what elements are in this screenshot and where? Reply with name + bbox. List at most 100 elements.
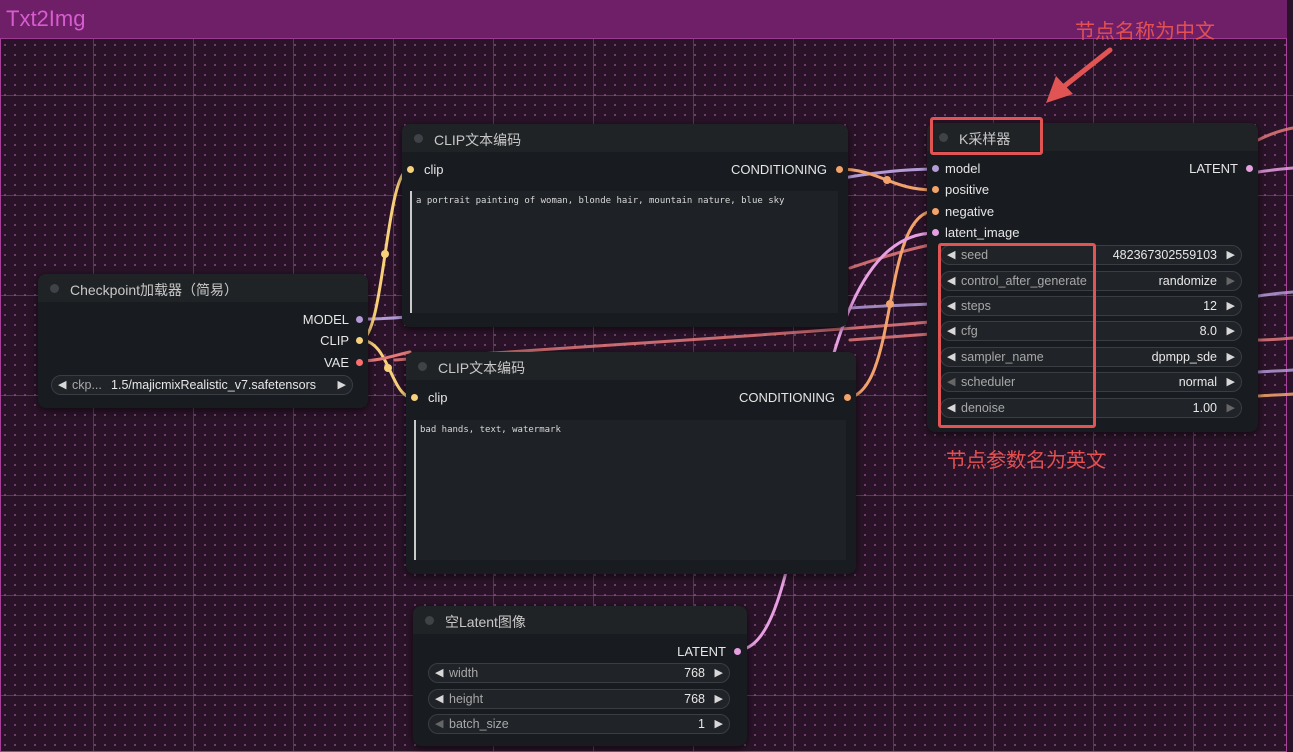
scheduler-widget[interactable]: ◀ scheduler normal ▶ [940, 372, 1242, 392]
increment-arrow-icon[interactable]: ▶ [1226, 325, 1235, 337]
input-clip-dot[interactable] [407, 166, 414, 173]
node-title-bar[interactable]: CLIP文本编码 [402, 124, 848, 152]
steps-widget[interactable]: ◀ steps 12 ▶ [940, 296, 1242, 316]
control-after-generate-widget[interactable]: ◀ control_after_generate randomize ▶ [940, 271, 1242, 291]
seed-widget[interactable]: ◀ seed 482367302559103 ▶ [940, 245, 1242, 265]
wire-bg-right-5 [1256, 368, 1293, 374]
reroute-dot [384, 364, 392, 372]
output-conditioning-dot[interactable] [836, 166, 843, 173]
batch-size-widget[interactable]: ◀ batch_size 1 ▶ [428, 714, 730, 734]
widget-value: 768 [684, 692, 705, 706]
decrement-arrow-icon[interactable]: ◀ [947, 325, 956, 337]
collapse-dot-icon[interactable] [50, 284, 59, 293]
input-negative-dot[interactable] [932, 208, 939, 215]
increment-arrow-icon[interactable]: ▶ [714, 718, 723, 730]
widget-name: height [449, 692, 484, 706]
output-latent-label: LATENT [677, 644, 726, 659]
widget-name: seed [961, 248, 989, 262]
widget-name: cfg [961, 324, 978, 338]
wire-bg-pink-3 [848, 332, 932, 342]
wire-bg-right-3 [1256, 290, 1293, 298]
widget-name: width [449, 666, 479, 680]
output-conditioning-dot[interactable] [844, 394, 851, 401]
decrement-arrow-icon[interactable]: ◀ [435, 693, 444, 705]
prompt-textarea[interactable]: bad hands, text, watermark [414, 420, 846, 560]
reroute-dot [883, 176, 891, 184]
wire-bg-right-6 [1256, 392, 1293, 398]
decrement-arrow-icon[interactable]: ◀ [435, 718, 444, 730]
output-latent-label: LATENT [1189, 161, 1238, 176]
decrement-arrow-icon[interactable]: ◀ [947, 249, 956, 261]
widget-value: randomize [1158, 274, 1217, 288]
input-model-label: model [945, 161, 981, 176]
widget-value: dpmpp_sde [1151, 350, 1217, 364]
decrement-arrow-icon[interactable]: ◀ [947, 402, 956, 414]
increment-arrow-icon[interactable]: ▶ [337, 379, 346, 391]
decrement-arrow-icon[interactable]: ◀ [947, 351, 956, 363]
node-title: Checkpoint加载器（简易） [70, 282, 239, 298]
decrement-arrow-icon[interactable]: ◀ [435, 667, 444, 679]
input-latent-image-dot[interactable] [932, 229, 939, 236]
output-conditioning-label: CONDITIONING [730, 162, 827, 177]
collapse-dot-icon[interactable] [418, 362, 427, 371]
annotation-bottom-note: 节点参数名为英文 [946, 450, 1106, 472]
checkpoint-loader-node[interactable]: Checkpoint加载器（简易） MODEL CLIP VAE ◀ ckp..… [38, 274, 368, 408]
wire-bg-pink-2 [848, 243, 932, 270]
decrement-arrow-icon[interactable]: ◀ [947, 376, 956, 388]
increment-arrow-icon[interactable]: ▶ [1226, 249, 1235, 261]
clip-text-encode-negative-node[interactable]: CLIP文本编码 clip CONDITIONING bad hands, te… [406, 352, 856, 574]
widget-name: ckp... [72, 378, 102, 392]
width-widget[interactable]: ◀ width 768 ▶ [428, 663, 730, 683]
input-clip-label: clip [424, 162, 444, 177]
group-header[interactable]: Txt2Img [0, 0, 1287, 39]
input-latent-image-label: latent_image [945, 225, 1020, 240]
increment-arrow-icon[interactable]: ▶ [714, 667, 723, 679]
increment-arrow-icon[interactable]: ▶ [1226, 300, 1235, 312]
node-title: 空Latent图像 [445, 614, 526, 630]
output-latent-dot[interactable] [1246, 165, 1253, 172]
decrement-arrow-icon[interactable]: ◀ [58, 379, 67, 391]
widget-name: scheduler [961, 375, 1016, 389]
input-model-dot[interactable] [932, 165, 939, 172]
denoise-widget[interactable]: ◀ denoise 1.00 ▶ [940, 398, 1242, 418]
input-positive-label: positive [945, 182, 990, 197]
collapse-dot-icon[interactable] [425, 616, 434, 625]
output-model-label: MODEL [302, 312, 349, 327]
increment-arrow-icon[interactable]: ▶ [1226, 351, 1235, 363]
increment-arrow-icon[interactable]: ▶ [1226, 376, 1235, 388]
node-title-bar[interactable]: K采样器 [927, 123, 1258, 151]
output-clip-dot[interactable] [356, 337, 363, 344]
ksampler-node[interactable]: K采样器 model positive negative latent_imag… [927, 123, 1258, 432]
ckpt-name-widget[interactable]: ◀ ckp... 1.5/majicmixRealistic_v7.safete… [51, 375, 353, 395]
increment-arrow-icon[interactable]: ▶ [714, 693, 723, 705]
output-model-dot[interactable] [356, 316, 363, 323]
clip-text-encode-positive-node[interactable]: CLIP文本编码 clip CONDITIONING a portrait pa… [402, 124, 848, 327]
output-latent-dot[interactable] [734, 648, 741, 655]
collapse-dot-icon[interactable] [939, 133, 948, 142]
wire-bg-right-4 [1256, 336, 1293, 342]
decrement-arrow-icon[interactable]: ◀ [947, 300, 956, 312]
node-title-bar[interactable]: Checkpoint加载器（简易） [38, 274, 368, 302]
height-widget[interactable]: ◀ height 768 ▶ [428, 689, 730, 709]
widget-value: 482367302559103 [1112, 248, 1217, 262]
prompt-textarea[interactable]: a portrait painting of woman, blonde hai… [410, 191, 838, 313]
widget-value: 1.5/majicmixRealistic_v7.safetensors [111, 378, 316, 392]
input-positive-dot[interactable] [932, 186, 939, 193]
empty-latent-image-node[interactable]: 空Latent图像 LATENT ◀ width 768 ▶ ◀ height … [413, 606, 747, 746]
input-negative-label: negative [945, 204, 995, 219]
group-title: Txt2Img [6, 6, 86, 31]
decrement-arrow-icon[interactable]: ◀ [947, 275, 956, 287]
node-title: CLIP文本编码 [438, 360, 526, 376]
reroute-dot [381, 250, 389, 258]
increment-arrow-icon[interactable]: ▶ [1226, 275, 1235, 287]
increment-arrow-icon[interactable]: ▶ [1226, 402, 1235, 414]
sampler-name-widget[interactable]: ◀ sampler_name dpmpp_sde ▶ [940, 347, 1242, 367]
collapse-dot-icon[interactable] [414, 134, 423, 143]
output-vae-dot[interactable] [356, 359, 363, 366]
node-title-bar[interactable]: CLIP文本编码 [406, 352, 856, 380]
input-clip-dot[interactable] [411, 394, 418, 401]
output-vae-label: VAE [323, 355, 349, 370]
widget-name: control_after_generate [961, 274, 1087, 288]
cfg-widget[interactable]: ◀ cfg 8.0 ▶ [940, 321, 1242, 341]
node-title-bar[interactable]: 空Latent图像 [413, 606, 747, 634]
